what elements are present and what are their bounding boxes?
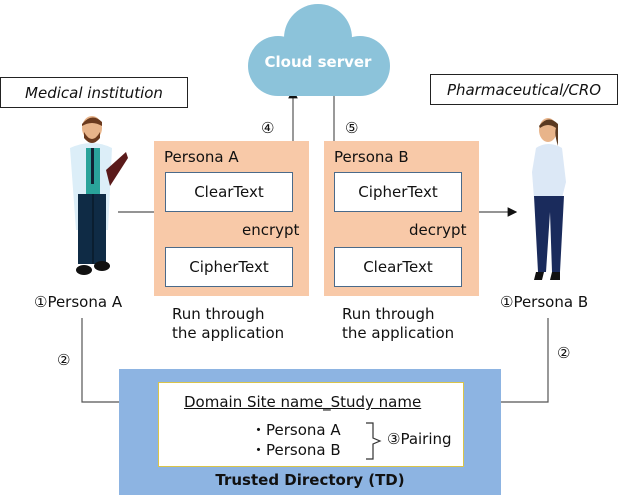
persona-a-panel-title: Persona A (164, 148, 239, 166)
domain-study-name: Domain Site name_Study name (184, 393, 422, 411)
step-2-register-a: ② (57, 351, 71, 369)
decrypt-label: decrypt (409, 221, 467, 239)
trusted-directory: Domain Site name_Study name ・Persona A ・… (119, 369, 501, 495)
persona-b-caption: Run through the application (342, 305, 454, 343)
persona-a-panel: Persona A ClearText encrypt CipherText (154, 141, 309, 296)
pairing-label: ③Pairing (387, 430, 452, 448)
pairing-brace-icon (366, 422, 382, 460)
org-label-medical-institution: Medical institution (0, 77, 188, 108)
trusted-directory-title: Trusted Directory (TD) (215, 471, 405, 489)
persona-b-caption-line2: the application (342, 324, 455, 342)
step-5-download: ⑤ (345, 119, 359, 137)
persona-a-cleartext-box: ClearText (165, 172, 293, 212)
persona-a-caption: Run through the application (172, 305, 284, 343)
persona-a-caption-line1: Run through (172, 305, 265, 323)
persona-b-panel: Persona B CipherText decrypt ClearText (324, 141, 479, 296)
cloud-server-label: Cloud server (264, 53, 372, 71)
cloud-icon (248, 4, 390, 96)
actor-label-persona-b: ①Persona B (500, 293, 589, 311)
persona-b-panel-title: Persona B (334, 148, 409, 166)
cloud-server: Cloud server (236, 2, 400, 98)
org-label-pharmaceutical-cro: Pharmaceutical/CRO (430, 74, 618, 105)
step-4-upload: ④ (261, 119, 275, 137)
businesswoman-figure-icon (532, 118, 566, 280)
persona-b-caption-line1: Run through (342, 305, 435, 323)
persona-a-ciphertext-box: CipherText (165, 247, 293, 287)
trusted-directory-entry: Domain Site name_Study name ・Persona A ・… (158, 382, 464, 467)
actor-label-persona-a: ①Persona A (34, 293, 123, 311)
member-persona-b: ・Persona B (251, 441, 341, 459)
persona-b-cleartext-box: ClearText (334, 247, 462, 287)
persona-a-caption-line2: the application (172, 324, 285, 342)
doctor-figure-icon (70, 116, 128, 275)
member-persona-a: ・Persona A (251, 421, 341, 439)
encrypt-label: encrypt (242, 221, 300, 239)
member-list: ・Persona A ・Persona B (251, 420, 341, 460)
persona-b-ciphertext-box: CipherText (334, 172, 462, 212)
step-2-register-b: ② (557, 344, 571, 362)
